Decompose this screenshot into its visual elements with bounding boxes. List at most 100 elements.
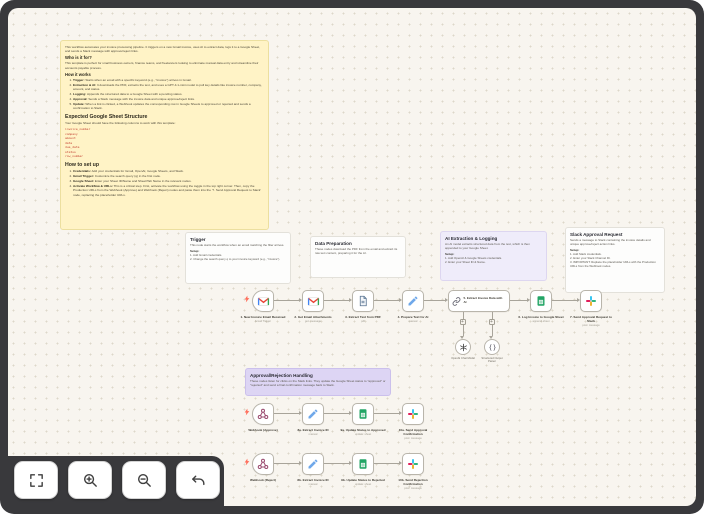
step-term: Logging: — [73, 92, 87, 97]
note-body: Sends a message to Slack containing the … — [570, 238, 651, 247]
sticky-note-ai-extraction[interactable]: AI Extraction & Logging An AI model extr… — [440, 231, 547, 281]
doc-sheet-body: Your Google Sheet should have the follow… — [65, 121, 176, 126]
note-step: 1. Add Gmail credentials. — [190, 253, 223, 258]
step-term: Trigger: — [73, 78, 85, 83]
note-setup-label: Setup: — [570, 247, 580, 252]
pencil-icon — [308, 459, 318, 469]
node-send-rejection-confirmation[interactable] — [402, 453, 424, 475]
zoom-in-button[interactable] — [68, 461, 112, 499]
step-term: Google Sheet: — [73, 179, 94, 184]
connection-line — [274, 461, 302, 466]
trigger-bolt-icon — [244, 295, 250, 303]
note-step: 3. IMPORTANT: Replace the placeholder UR… — [570, 259, 656, 268]
google-sheets-icon — [359, 409, 367, 419]
add-node-button[interactable] — [459, 319, 466, 325]
node-ai-extract-invoice[interactable]: 5. Extract Invoice Data with AI — [448, 290, 510, 312]
node-extract-invoice-id-a[interactable] — [302, 403, 324, 425]
sticky-note-trigger[interactable]: Trigger This node starts the workflow wh… — [185, 232, 291, 284]
connection-line — [552, 298, 580, 303]
connection-line — [274, 298, 302, 303]
doc-setup-list: Credentials: Add your credentials for Gm… — [65, 169, 264, 196]
step-text: Starts when an email with a specific key… — [85, 78, 192, 83]
connection-line — [510, 298, 530, 303]
note-body: An AI model extracts structured data fro… — [445, 242, 530, 251]
note-step: 1. Add OpenAI & Google Sheets credential… — [445, 256, 503, 261]
webhook-icon — [257, 458, 269, 469]
note-step: 2. Enter your Slack Channel ID. — [570, 256, 611, 261]
connection-line — [424, 298, 448, 303]
note-setup-label: Setup: — [190, 248, 200, 253]
step-text: Customize the search query (q) in the fi… — [94, 174, 161, 179]
note-title: Trigger — [190, 236, 206, 242]
doc-how-title: How it works — [65, 72, 91, 78]
setup-step: Google Sheet: Enter your Sheet ID/Name a… — [73, 179, 264, 183]
note-step: 2. Change the search query q to your inv… — [190, 257, 281, 262]
node-get-attachments[interactable] — [302, 290, 324, 312]
connection-line — [324, 411, 352, 416]
sticky-note-slack-approval[interactable]: Slack Approval Request Sends a message t… — [565, 227, 665, 293]
step-text: When a link is clicked, a Webhook update… — [73, 102, 251, 111]
how-step: Logging: Appends the structured data to … — [73, 92, 264, 96]
sticky-note-documentation[interactable]: This workflow automates your invoice pro… — [60, 40, 269, 230]
sticky-note-data-preparation[interactable]: Data Preparation These nodes download th… — [310, 236, 406, 278]
subnode-output-parser[interactable] — [484, 339, 500, 355]
slack-icon — [408, 409, 418, 419]
doc-intro: This workflow automates your invoice pro… — [65, 44, 261, 53]
node-update-status-approved[interactable] — [352, 403, 374, 425]
node-log-to-sheet[interactable] — [530, 290, 552, 312]
doc-columns-list: invoice_number company amount date due_d… — [65, 127, 264, 159]
setup-step: Credentials: Add your credentials for Gm… — [73, 169, 264, 173]
doc-who-body: This template is perfect for small busin… — [65, 61, 259, 70]
connection-line — [374, 411, 402, 416]
fullscreen-button[interactable] — [14, 461, 58, 499]
node-extract-invoice-id-b[interactable] — [302, 453, 324, 475]
subnode-openai-chat-model[interactable] — [455, 339, 471, 355]
how-step: Approval: Sends a Slack message with the… — [73, 97, 264, 101]
add-node-button[interactable] — [488, 319, 495, 325]
pencil-icon — [308, 409, 318, 419]
workflow-canvas[interactable]: This workflow automates your invoice pro… — [8, 8, 696, 506]
step-term: Extraction & AI: — [73, 83, 97, 88]
step-text: This is a critical step. First, activate… — [73, 184, 261, 197]
node-send-approval-confirmation[interactable] — [402, 403, 424, 425]
chain-icon — [452, 296, 461, 306]
node-prepare-text[interactable] — [402, 290, 424, 312]
connection-line — [374, 298, 402, 303]
node-extract-pdf-text[interactable] — [352, 290, 374, 312]
connection-line — [374, 461, 402, 466]
how-step: Trigger: Starts when an email with a spe… — [73, 78, 264, 82]
setup-step: Activate Workflow & URLs: This is a crit… — [73, 184, 264, 197]
subnode-label: OpenAI Chat Model — [451, 357, 475, 360]
node-webhook-approve[interactable] — [252, 403, 274, 425]
note-title: Approval/Rejection Handling — [250, 372, 313, 378]
undo-button[interactable] — [176, 461, 220, 499]
node-send-slack-request[interactable] — [580, 290, 602, 312]
doc-setup-title: How to set up — [65, 161, 100, 168]
node-webhook-reject[interactable] — [252, 453, 274, 475]
node-gmail-trigger[interactable] — [252, 290, 274, 312]
sticky-note-approval-handling[interactable]: Approval/Rejection Handling These nodes … — [245, 368, 391, 396]
doc-how-list: Trigger: Starts when an email with a spe… — [65, 78, 264, 110]
doc-who-title: Who is it for? — [65, 55, 92, 61]
webhook-icon — [257, 408, 269, 419]
note-title: Data Preparation — [315, 240, 352, 246]
fullscreen-icon — [29, 473, 43, 487]
node-update-status-rejected[interactable] — [352, 453, 374, 475]
trigger-bolt-icon — [244, 408, 250, 416]
how-step: Extraction & AI: It downloads the PDF, e… — [73, 83, 264, 91]
note-body: This node starts the workflow when an em… — [190, 243, 285, 247]
zoom-out-button[interactable] — [122, 461, 166, 499]
doc-sheet-title: Expected Google Sheet Structure — [65, 113, 148, 120]
sheet-column: date — [65, 140, 73, 145]
step-term: Gmail Trigger: — [73, 174, 94, 179]
